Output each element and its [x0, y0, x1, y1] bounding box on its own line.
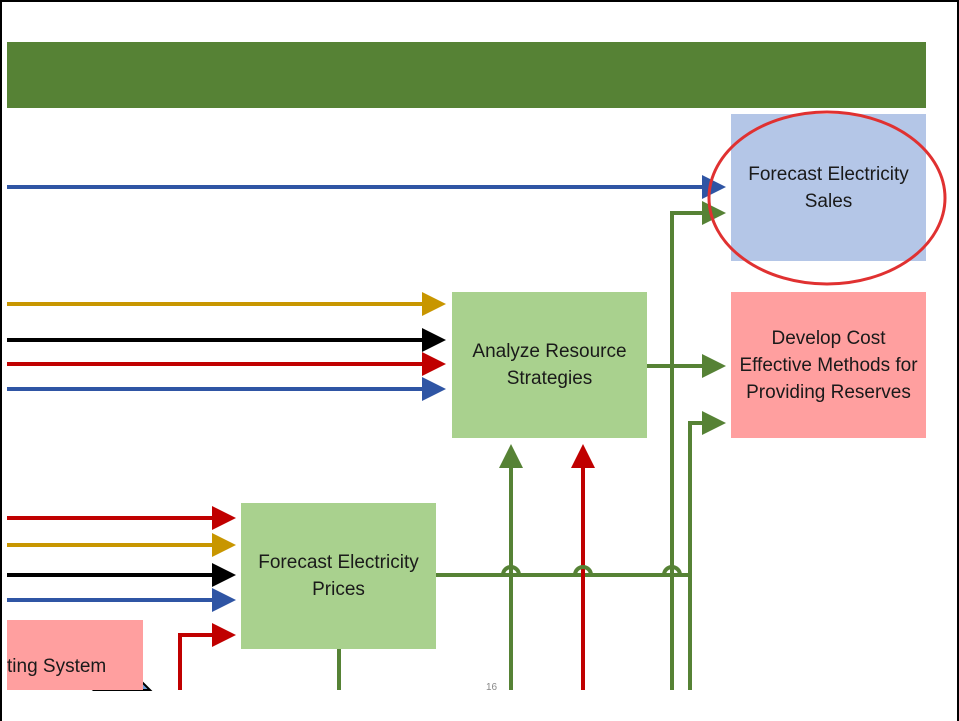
- develop-reserves-box: Develop Cost Effective Methods for Provi…: [731, 292, 926, 438]
- junction-bump: [501, 565, 521, 576]
- highlight-circle: [707, 110, 947, 286]
- analyze-resource-label: Analyze Resource Strategies: [472, 341, 627, 389]
- forecast-sales-label: Forecast Electricity Sales: [748, 163, 909, 212]
- analyze-resource-box: Analyze Resource Strategies: [452, 292, 647, 438]
- develop-reserves-label: Develop Cost Effective Methods for Provi…: [739, 327, 918, 403]
- partial-system-box: ting System: [7, 620, 143, 690]
- page-number: 16: [486, 682, 498, 693]
- junction-bump: [573, 565, 593, 576]
- arrow-green-to-sales: [670, 201, 726, 690]
- arrow-green-to-reserves-lower: [688, 411, 726, 690]
- header-bar: [7, 42, 926, 108]
- partial-system-label: ting System: [7, 656, 107, 677]
- arrow-red-from-system: [178, 623, 236, 690]
- forecast-sales-box: Forecast Electricity Sales: [731, 114, 926, 261]
- forecast-prices-box: Forecast Electricity Prices: [241, 503, 436, 649]
- forecast-prices-label: Forecast Electricity Prices: [258, 552, 419, 600]
- junction-bump: [662, 565, 682, 576]
